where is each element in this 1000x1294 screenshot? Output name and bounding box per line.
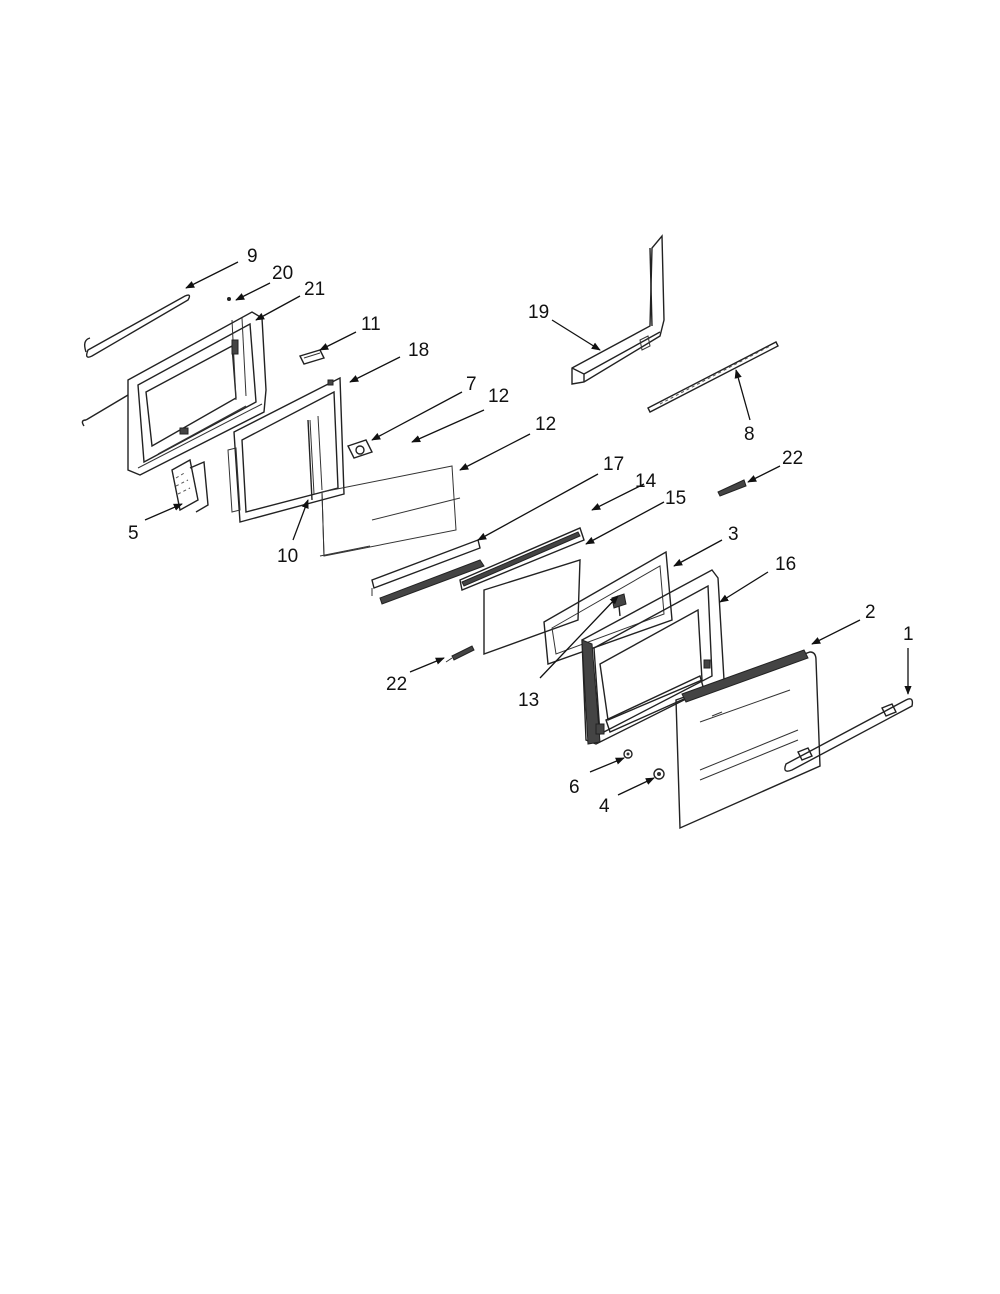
part-4-washer: [653, 768, 665, 780]
part-20-screw: [227, 297, 231, 301]
part-14-strip: [459, 527, 585, 591]
callout-15: 15: [665, 488, 686, 509]
callout-1: 1: [903, 624, 914, 645]
callout-13: 13: [518, 690, 539, 711]
part-5-hinge: [171, 458, 209, 513]
callout-22-lower: 22: [386, 674, 407, 695]
callout-12-upper: 12: [488, 386, 509, 407]
part-19-vent-duct: [571, 234, 665, 385]
callout-9: 9: [247, 246, 258, 267]
part-18-door-liner: [227, 376, 345, 523]
callout-18: 18: [408, 340, 429, 361]
part-8-rod: [647, 341, 779, 413]
callout-21: 21: [304, 279, 325, 300]
part-6-screw: [623, 749, 633, 759]
part-11-latch: [299, 349, 325, 365]
part-7-hinge-pin: [347, 439, 373, 459]
part-13-screw: [611, 593, 627, 617]
callout-22-upper: 22: [782, 448, 803, 469]
callout-11: 11: [361, 314, 381, 335]
callout-19: 19: [528, 302, 549, 323]
part-21-inner-door-frame: [127, 311, 267, 476]
part-9-door-gasket: [81, 294, 191, 427]
callout-8: 8: [744, 424, 755, 445]
callout-3: 3: [728, 524, 739, 545]
callout-17: 17: [603, 454, 624, 475]
part-16-outer-door-frame: [581, 569, 725, 745]
part-2-outer-glass: [675, 649, 821, 830]
part-15-glass-panel: [483, 559, 581, 655]
leader-lines: [144, 261, 912, 796]
callout-4: 4: [599, 796, 610, 817]
part-10-rod: [307, 419, 313, 501]
callout-16: 16: [775, 554, 796, 575]
part-22-clip-lower: [445, 645, 475, 663]
callout-10: 10: [277, 546, 298, 567]
callout-12-lower: 12: [535, 414, 556, 435]
part-1-handle: [784, 698, 914, 772]
callout-labels: 9 20 21 11 18 7 12 12 5 10 19 8 22 17 14…: [128, 246, 914, 817]
part-17-retainer: [371, 539, 485, 605]
part-3-inner-glass: [543, 550, 673, 665]
part-12-glass-panel-rear: [319, 465, 457, 557]
callout-7: 7: [466, 374, 477, 395]
callout-2: 2: [865, 602, 876, 623]
part-22-clip-upper: [717, 479, 747, 497]
callout-5: 5: [128, 523, 139, 544]
callout-20: 20: [272, 263, 293, 284]
callout-14: 14: [635, 471, 657, 492]
callout-6: 6: [569, 777, 580, 798]
part-12-glass-panel-edge: [371, 497, 461, 521]
